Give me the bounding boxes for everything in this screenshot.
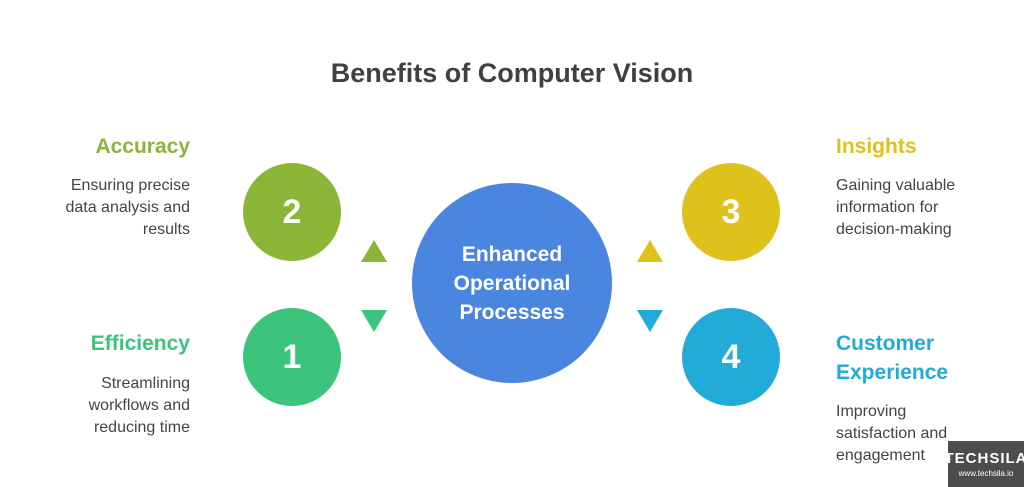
efficiency-description: Streamlining workflows and reducing time bbox=[88, 375, 190, 436]
logo-name: TECHSILA bbox=[944, 449, 1024, 467]
logo-url: www.techsila.io bbox=[958, 468, 1014, 478]
accuracy-number-circle: 2 bbox=[243, 163, 341, 261]
accuracy-arrow-icon bbox=[361, 240, 387, 262]
customer-experience-heading: Customer Experience bbox=[836, 332, 949, 384]
customer-experience-number-circle: 4 bbox=[682, 308, 780, 406]
insights-description: Gaining valuable information for decisio… bbox=[836, 177, 956, 238]
techsila-logo: TECHSILA www.techsila.io bbox=[944, 441, 1024, 487]
customer-experience-description: Improving satisfaction and engagement bbox=[836, 403, 948, 464]
accuracy-heading: Accuracy bbox=[95, 135, 190, 158]
center-label: Enhanced Operational Processes bbox=[453, 242, 571, 324]
accuracy-description: Ensuring precise data analysis and resul… bbox=[65, 177, 190, 238]
diagram-title: Benefits of Computer Vision bbox=[330, 58, 694, 88]
efficiency-number-circle: 1 bbox=[243, 308, 341, 406]
efficiency-heading: Efficiency bbox=[90, 332, 190, 355]
insights-arrow-icon bbox=[637, 240, 663, 262]
efficiency-arrow-icon bbox=[361, 310, 387, 332]
insights-number-circle: 3 bbox=[682, 163, 780, 261]
insights-heading: Insights bbox=[836, 135, 917, 158]
center-circle: Enhanced Operational Processes bbox=[412, 183, 612, 383]
customer-experience-arrow-icon bbox=[637, 310, 663, 332]
